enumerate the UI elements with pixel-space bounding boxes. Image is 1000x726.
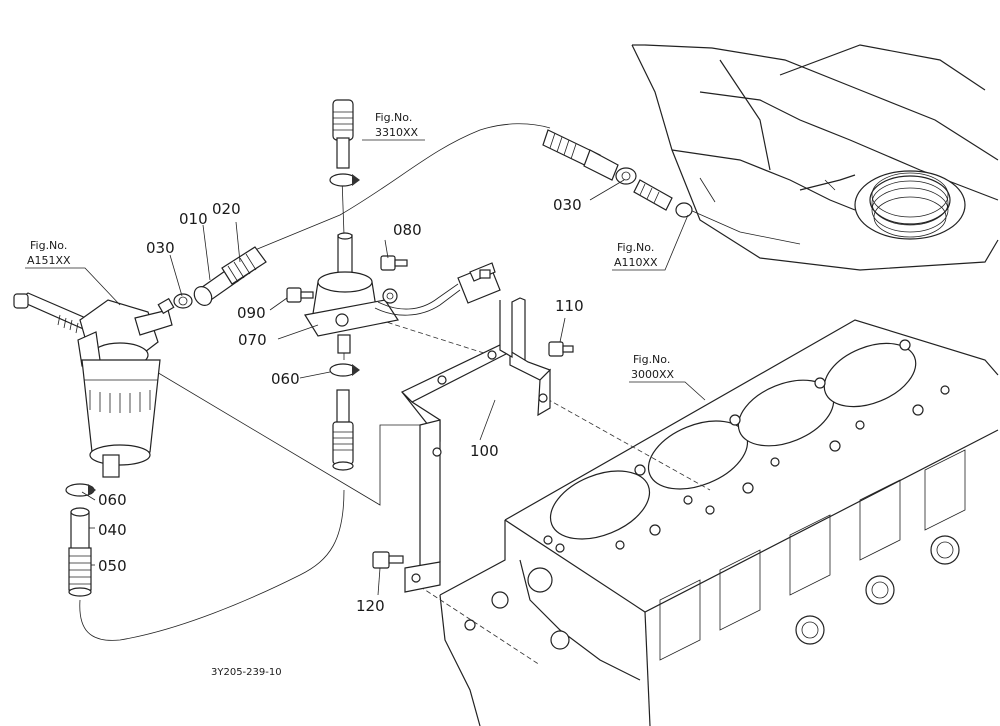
lower-hose-parts [65, 483, 96, 597]
callout-leaders [25, 139, 706, 596]
fig-ref-a151-line2: A151XX [27, 254, 71, 267]
callout-060-lower: 060 [98, 491, 127, 509]
callout-030-left: 030 [146, 239, 175, 257]
drawing-code: 3Y205-239-10 [211, 667, 282, 678]
fig-ref-a110-line2: A110XX [614, 256, 658, 269]
fig-ref-3000-line1: Fig.No. [633, 353, 670, 366]
filler-neck [854, 170, 966, 240]
callout-030-right: 030 [553, 196, 582, 214]
callout-060-upper: 060 [271, 370, 300, 388]
fig-ref-3000-line2: 3000XX [631, 368, 675, 381]
upper-hose [329, 99, 360, 187]
callout-100: 100 [470, 442, 499, 460]
left-hose-parts [157, 246, 267, 315]
callout-080: 080 [393, 221, 422, 239]
engine-head-outline [631, 44, 999, 271]
fig-ref-3310-line2: 3310XX [375, 126, 419, 139]
bracket [400, 297, 552, 593]
bolts [286, 255, 574, 569]
cylinder-block [439, 319, 999, 726]
callout-010: 010 [179, 210, 208, 228]
fig-ref-a110-line1: Fig.No. [617, 241, 654, 254]
fuel-pump [304, 232, 501, 354]
fig-ref-3310-line1: Fig.No. [375, 111, 412, 124]
callout-040: 040 [98, 521, 127, 539]
callout-050: 050 [98, 557, 127, 575]
callout-070: 070 [238, 331, 267, 349]
callout-020: 020 [212, 200, 241, 218]
right-hose-parts [542, 129, 693, 218]
fuel-filter [13, 292, 173, 478]
callout-110: 110 [555, 297, 584, 315]
leader-lines [144, 177, 716, 666]
callout-090: 090 [237, 304, 266, 322]
fig-ref-a151-line1: Fig.No. [30, 239, 67, 252]
callout-120: 120 [356, 597, 385, 615]
pump-lower-hose [329, 363, 360, 471]
